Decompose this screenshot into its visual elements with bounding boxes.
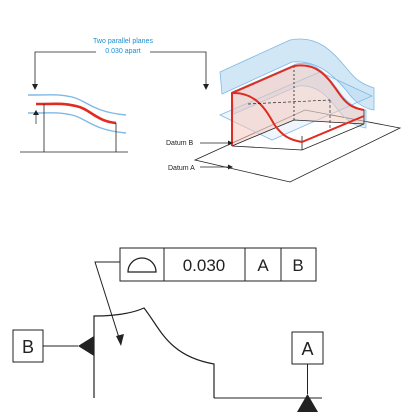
section-view — [20, 94, 128, 153]
profile-curve-front — [231, 91, 303, 143]
leader-arrow-left — [32, 84, 38, 90]
profile-curve-back — [293, 64, 365, 111]
callout-leader-right — [150, 51, 207, 88]
datum-a-triangle — [297, 394, 318, 412]
fcf-leader-arrow — [116, 334, 124, 346]
block-top-face — [294, 65, 364, 124]
dim-arrow — [33, 110, 39, 115]
datum-a-symbol: A — [214, 331, 324, 412]
true-profile-line — [35, 102, 117, 125]
profile-edge-bottom — [301, 115, 365, 143]
part-outline — [93, 307, 215, 398]
datum-b-symbol: B — [12, 329, 94, 363]
tolerance-zone-outer — [219, 38, 375, 111]
datum-b-triangle — [78, 336, 94, 356]
profile-of-a-surface-icon — [127, 257, 157, 273]
callout-line1: Two parallel planes — [93, 38, 153, 45]
datum-a-letter: A — [301, 339, 313, 359]
fcf-outline — [119, 247, 317, 282]
leader-arrow-right — [203, 84, 209, 90]
callout-leader-left — [34, 51, 96, 88]
callout-group: Two parallel planes 0.030 apart — [32, 38, 209, 90]
tolerance-line-upper — [27, 94, 127, 116]
fcf-datum-primary: A — [257, 256, 269, 275]
fcf-tolerance: 0.030 — [183, 256, 226, 275]
datum-b-letter: B — [22, 337, 34, 357]
datum-a-label: Datum A — [168, 165, 195, 172]
isometric-view: Datum B Datum A — [166, 38, 402, 183]
part-profile — [93, 307, 215, 398]
callout-line2: 0.030 apart — [105, 48, 140, 55]
feature-control-frame: 0.030 A B — [119, 247, 317, 282]
fcf-leader-line — [94, 261, 122, 345]
datum-b-label: Datum B — [166, 140, 194, 147]
fcf-datum-secondary: B — [292, 256, 303, 275]
hidden-line-1 — [247, 99, 331, 105]
datum-b-arrow — [228, 140, 233, 146]
fcf-leader — [94, 261, 124, 346]
datum-a-arrow — [228, 164, 233, 170]
tolerance-line-lower — [27, 112, 127, 134]
datum-a-box — [291, 331, 324, 365]
datum-b-box — [12, 329, 44, 363]
